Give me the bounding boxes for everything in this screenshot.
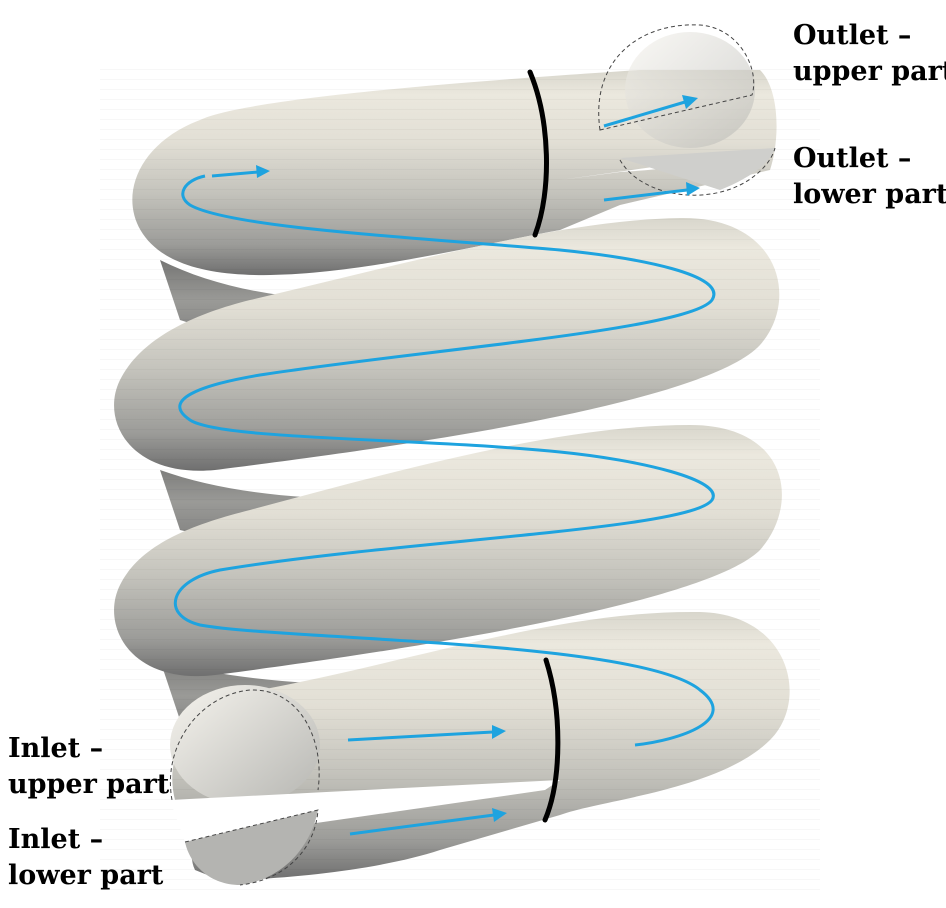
outlet-cut	[560, 24, 776, 196]
outlet-upper-part-label: Outlet – upper part	[793, 18, 946, 90]
inlet-lower-dashed-outline	[184, 809, 319, 886]
outlet-lower-label-line2: lower part	[793, 179, 946, 210]
outlet-upper-dashed-outline	[598, 24, 755, 131]
outlet-lower-dashed-outline	[619, 147, 776, 196]
arrow-right-icon	[349, 808, 507, 836]
inlet-lower-label-line1: Inlet –	[8, 824, 104, 855]
outlet-section-line	[527, 69, 549, 238]
inlet-upper-cap	[170, 685, 320, 805]
inlet-upper-label-line1: Inlet –	[8, 733, 104, 764]
arrow-right-icon	[603, 95, 698, 128]
arrow-right-icon	[603, 182, 700, 202]
inlet-upper-part-label: Inlet – upper part	[8, 731, 169, 803]
arrow-right-icon	[211, 165, 270, 178]
inlet-lower-label-line2: lower part	[8, 860, 164, 891]
arrow-right-icon	[347, 725, 506, 742]
inlet-cut	[170, 685, 560, 886]
flow-arrows	[211, 95, 700, 836]
inlet-upper-label-line2: upper part	[8, 769, 170, 800]
inlet-section-line	[542, 657, 561, 823]
outlet-upper-label-line2: upper part	[793, 56, 946, 87]
inlet-lower-part-label: Inlet – lower part	[8, 822, 163, 894]
outlet-upper-label-line1: Outlet –	[793, 20, 912, 51]
outlet-lower-label-line1: Outlet –	[793, 143, 912, 174]
outlet-lower-cut-face	[620, 148, 775, 190]
inlet-lower-cut-face	[185, 810, 318, 885]
outlet-upper-cap	[625, 32, 755, 148]
flow-streamline	[173, 174, 716, 747]
outlet-lower-part-label: Outlet – lower part	[793, 141, 946, 213]
